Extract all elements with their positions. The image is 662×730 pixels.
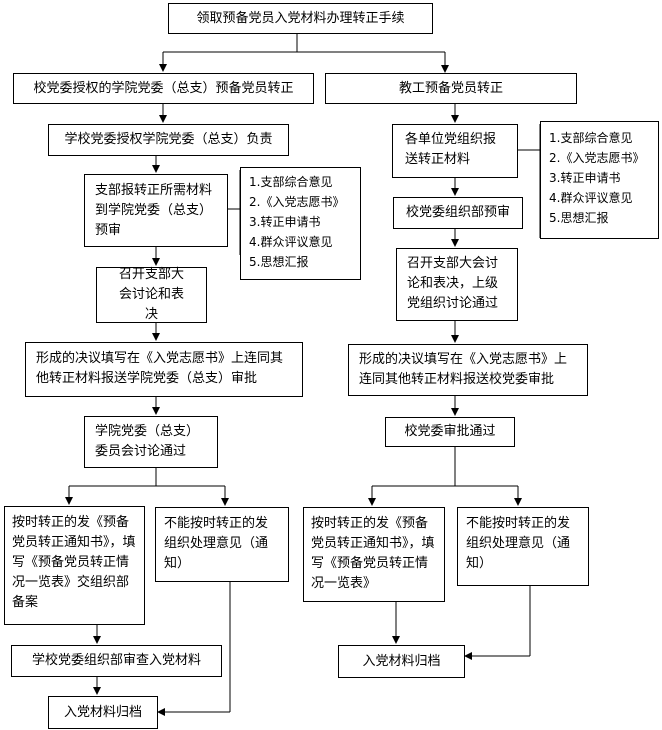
left-step-branch-meeting: 召开支部大会讨论和表决: [96, 267, 207, 323]
right-step-approved-text: 校党委审批通过: [404, 424, 496, 439]
right-step-submit-materials: 各单位党组织报送转正材料: [392, 124, 518, 178]
left-step-pre-review-text: 支部报转正所需材料到学院党委（总支）预审: [95, 183, 213, 238]
list-item: 1.支部综合意见: [549, 131, 633, 145]
right-step-pre-review-text: 校党委组织部预审: [405, 205, 510, 220]
right-branch-delayed-text: 不能按时转正的发组织处理意见（通知）: [466, 516, 571, 571]
right-branch-on-time-text: 按时转正的发《预备党员转正通知书》，填写《预备党员转正情况一览表》: [311, 516, 435, 591]
right-branch-on-time: 按时转正的发《预备党员转正通知书》，填写《预备党员转正情况一览表》: [303, 507, 445, 602]
right-step-submit: 形成的决议填写在《入党志愿书》上连同其他转正材料报送校党委审批: [348, 344, 588, 396]
left-step-check: 学校党委组织部审查入党材料: [11, 645, 222, 677]
right-step-submit-text: 形成的决议填写在《入党志愿书》上连同其他转正材料报送校党委审批: [359, 352, 568, 387]
left-step-committee-text: 学院党委（总支）委员会讨论通过: [95, 424, 200, 459]
title-text: 领取预备党员入党材料办理转正手续: [196, 10, 405, 26]
right-step-submit-materials-text: 各单位党组织报送转正材料: [405, 132, 497, 167]
left-step-branch-meeting-text: 召开支部大会讨论和表决: [118, 267, 184, 322]
left-heading-text: 校党委授权的学院党委（总支）预备党员转正: [33, 80, 294, 96]
right-step-branch-meeting-text: 召开支部大会讨论和表决，上级党组织讨论通过: [407, 256, 499, 311]
right-branch-delayed: 不能按时转正的发组织处理意见（通知）: [457, 507, 589, 586]
left-step-authorize: 学校党委授权学院党委（总支）负责: [48, 124, 289, 156]
left-archive-text: 入党材料归档: [63, 704, 142, 720]
left-step-committee: 学院党委（总支）委员会讨论通过: [84, 416, 218, 468]
right-materials-list: 1.支部综合意见 2.《入党志愿书》 3.转正申请书 4.群众评议意见 5.思想…: [540, 121, 659, 239]
right-archive-text: 入党材料归档: [362, 653, 441, 669]
list-item: 4.群众评议意见: [549, 191, 633, 205]
left-branch-delayed: 不能按时转正的发组织处理意见（通知）: [155, 507, 289, 582]
right-step-approved: 校党委审批通过: [385, 417, 515, 447]
list-item: 3.转正申请书: [249, 215, 321, 229]
list-item: 2.《入党志愿书》: [249, 195, 345, 209]
list-item: 4.群众评议意见: [249, 235, 333, 249]
left-branch-delayed-text: 不能按时转正的发组织处理意见（通知）: [164, 516, 269, 571]
list-item: 2.《入党志愿书》: [549, 151, 645, 165]
left-step-authorize-text: 学校党委授权学院党委（总支）负责: [64, 132, 273, 147]
right-heading-text: 教工预备党员转正: [398, 80, 503, 96]
left-step-check-text: 学校党委组织部审查入党材料: [31, 653, 201, 668]
list-item: 5.思想汇报: [549, 211, 609, 225]
left-heading: 校党委授权的学院党委（总支）预备党员转正: [13, 73, 314, 104]
left-materials-list: 1.支部综合意见 2.《入党志愿书》 3.转正申请书 4.群众评议意见 5.思想…: [240, 167, 361, 280]
right-heading: 教工预备党员转正: [325, 73, 577, 104]
right-archive: 入党材料归档: [338, 645, 465, 678]
left-archive: 入党材料归档: [48, 696, 158, 729]
right-step-branch-meeting: 召开支部大会讨论和表决，上级党组织讨论通过: [396, 248, 518, 321]
list-item: 5.思想汇报: [249, 255, 309, 269]
left-branch-on-time: 按时转正的发《预备党员转正通知书》，填写《预备党员转正情况一览表》交组织部备案: [4, 506, 145, 625]
list-item: 1.支部综合意见: [249, 175, 333, 189]
left-step-submit-text: 形成的决议填写在《入党志愿书》上连同其他转正材料报送学院党委（总支）审批: [36, 351, 284, 386]
list-item: 3.转正申请书: [549, 171, 621, 185]
left-branch-on-time-text: 按时转正的发《预备党员转正通知书》，填写《预备党员转正情况一览表》交组织部备案: [12, 515, 136, 610]
right-step-pre-review: 校党委组织部预审: [393, 197, 523, 229]
page-title: 领取预备党员入党材料办理转正手续: [168, 3, 433, 34]
left-step-pre-review: 支部报转正所需材料到学院党委（总支）预审: [84, 174, 228, 247]
left-step-submit: 形成的决议填写在《入党志愿书》上连同其他转正材料报送学院党委（总支）审批: [25, 342, 303, 397]
